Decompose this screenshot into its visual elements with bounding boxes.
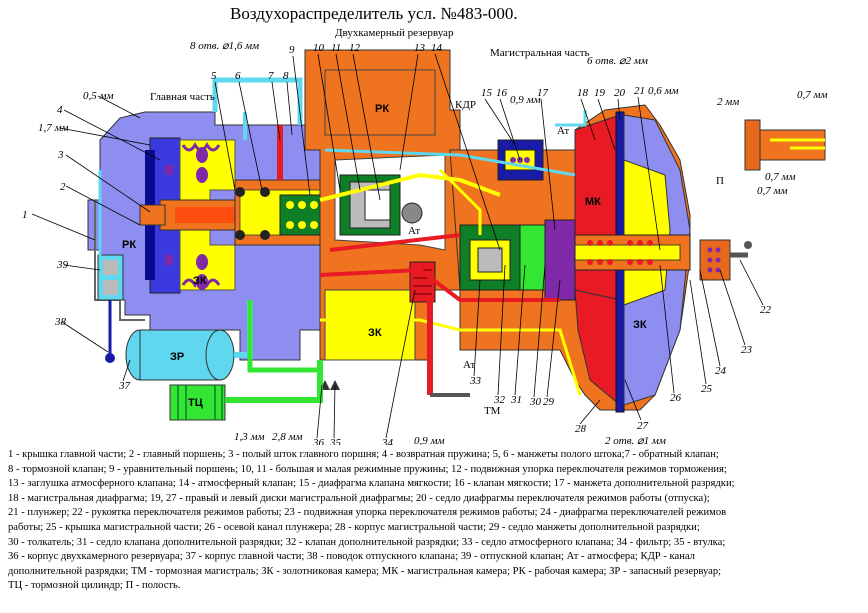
legend-line: работы; 25 - крышка магистральной части;… xyxy=(8,521,700,533)
brake-cylinder xyxy=(169,360,323,421)
part-numbers: 1 2 3 4 5 6 7 8 9 10 11 12 13 14 15 16 1… xyxy=(22,42,772,445)
num-11: 11 xyxy=(331,42,341,54)
num-38: 38 xyxy=(54,316,67,328)
section-labels: Двухкамерный резервуар Главная часть Маг… xyxy=(150,27,590,103)
atm-label-1: Ат xyxy=(408,225,420,237)
dim-07a: 0,7 мм xyxy=(797,89,828,101)
num-2: 2 xyxy=(60,181,66,193)
chamber-zk-left: ЗК xyxy=(193,275,207,287)
atm-label-3: Ат xyxy=(463,359,475,371)
chamber-rk-top: РК xyxy=(375,103,389,115)
num-24: 24 xyxy=(715,365,727,377)
chamber-rk-left: РК xyxy=(122,239,136,251)
diagram-title: Воздухораспределитель усл. №483-000. xyxy=(230,4,518,23)
num-9: 9 xyxy=(289,44,295,56)
legend-line: 30 - толкатель; 31 - седло клапана допол… xyxy=(8,536,726,548)
num-35: 35 xyxy=(329,437,342,445)
air-channels xyxy=(98,77,587,397)
dim-2: 2 мм xyxy=(717,96,739,108)
num-27: 27 xyxy=(637,420,649,432)
legend-line: 18 - магистральная диафрагма; 19, 27 - п… xyxy=(8,492,710,504)
num-22: 22 xyxy=(760,304,772,316)
reservoir-body xyxy=(304,49,461,390)
two-chamber-label: Двухкамерный резервуар xyxy=(335,27,454,39)
dim-6otv: 6 отв. ⌀2 мм xyxy=(587,55,648,67)
num-31: 31 xyxy=(510,394,522,406)
legend-line: 36 - корпус двухкамерного резервуара; 37… xyxy=(8,551,695,563)
dim-28: 2,8 мм xyxy=(272,431,303,443)
num-8: 8 xyxy=(283,70,289,82)
dim-07b: 0,7 мм xyxy=(765,171,796,183)
chamber-labels: РК РК ЗК ЗК ЗК МК ЗР ТЦ Ат Ат Ат КДР ТМ … xyxy=(122,99,724,417)
kdr-label: КДР xyxy=(455,99,476,111)
dim-07c: 0,7 мм xyxy=(757,185,788,197)
num-23: 23 xyxy=(741,344,753,356)
num-30: 30 xyxy=(529,396,542,408)
main-part-label: Главная часть xyxy=(150,91,215,103)
main-part-body xyxy=(87,111,326,363)
num-36: 36 xyxy=(312,437,325,445)
num-7: 7 xyxy=(268,70,274,82)
num-12: 12 xyxy=(349,42,361,54)
num-19: 19 xyxy=(594,87,606,99)
num-6: 6 xyxy=(235,70,241,82)
dim-09b: 0,9 мм xyxy=(414,435,445,445)
num-28: 28 xyxy=(575,423,587,435)
num-25: 25 xyxy=(701,383,713,395)
legend-line: 8 - тормозной клапан; 9 - уравнительный … xyxy=(8,463,727,475)
num-1: 1 xyxy=(22,209,28,221)
num-32: 32 xyxy=(493,394,506,406)
dim-8otv: 8 отв. ⌀1,6 мм xyxy=(190,40,259,52)
trunk-part-label: Магистральная часть xyxy=(490,47,590,59)
num-34: 34 xyxy=(381,437,394,445)
dim-2otv: 2 отв. ⌀1 мм xyxy=(605,435,666,445)
legend-line: 13 - заглушка атмосферного клапана; 14 -… xyxy=(8,478,735,490)
num-14: 14 xyxy=(431,42,443,54)
num-17: 17 xyxy=(537,87,549,99)
num-15: 15 xyxy=(481,87,493,99)
cavity-p-label: П xyxy=(716,175,724,187)
num-5: 5 xyxy=(211,70,217,82)
dim-06: 0,6 мм xyxy=(648,85,679,97)
trunk-part-body xyxy=(449,104,752,413)
legend-line: ТЦ - тормозной цилиндр; П - полость. xyxy=(8,580,181,592)
air-distributor-diagram: РК РК ЗК ЗК ЗК МК ЗР ТЦ Ат Ат Ат КДР ТМ … xyxy=(22,27,828,445)
reservoir-zr: ЗР xyxy=(170,351,184,363)
num-29: 29 xyxy=(543,396,555,408)
chamber-zk-mid: ЗК xyxy=(368,327,382,339)
num-33: 33 xyxy=(469,375,482,387)
num-3: 3 xyxy=(57,149,64,161)
inset-detail xyxy=(744,119,826,171)
dim-17: 1,7 мм xyxy=(38,122,69,134)
legend: 1 - крышка главной части; 2 - главный по… xyxy=(8,448,860,594)
chamber-zk-right: ЗК xyxy=(633,319,647,331)
dim-09a: 0,9 мм xyxy=(510,94,541,106)
num-20: 20 xyxy=(614,87,626,99)
cylinder-tc: ТЦ xyxy=(188,397,203,409)
leader-lines xyxy=(31,53,764,439)
legend-line: 1 - крышка главной части; 2 - главный по… xyxy=(8,449,719,460)
atm-label-2: Ат xyxy=(557,125,569,137)
num-10: 10 xyxy=(313,42,325,54)
tm-label: ТМ xyxy=(484,405,501,417)
num-16: 16 xyxy=(496,87,508,99)
num-4: 4 xyxy=(57,104,63,116)
num-39: 39 xyxy=(56,259,69,271)
legend-line: дополнительной разрядки; ТМ - тормозная … xyxy=(8,565,722,577)
num-21: 21 xyxy=(634,85,645,97)
dim-13: 1,3 мм xyxy=(234,431,265,443)
num-13: 13 xyxy=(414,42,426,54)
num-37: 37 xyxy=(118,380,131,392)
num-26: 26 xyxy=(670,392,682,404)
num-18: 18 xyxy=(577,87,589,99)
legend-line: 21 - плунжер; 22 - рукоятка переключател… xyxy=(8,507,727,519)
chamber-mk: МК xyxy=(585,196,601,208)
